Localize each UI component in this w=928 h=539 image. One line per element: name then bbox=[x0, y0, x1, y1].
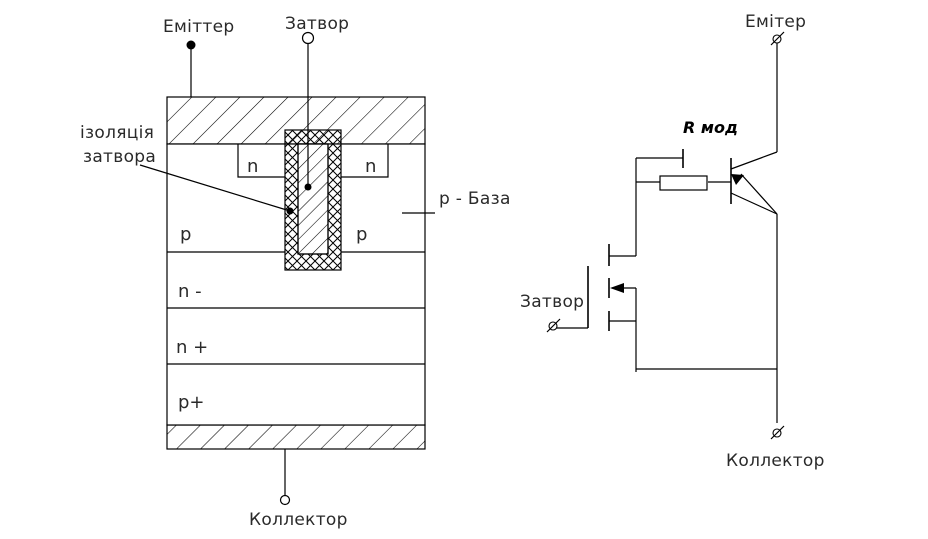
circuit-collector-label: Коллектор bbox=[726, 451, 825, 471]
source-well-left bbox=[237, 144, 285, 178]
p-left-label: p bbox=[180, 224, 191, 245]
insulation-label-line2: затвора bbox=[83, 147, 156, 167]
collector-label: Коллектор bbox=[249, 510, 348, 530]
bjt-lower-lead bbox=[730, 192, 778, 215]
circuit-gate-tick bbox=[546, 318, 561, 333]
circuit-emitter-tick bbox=[770, 31, 785, 46]
cross-section: Еміттер Затвор ізоляція затвора p - База… bbox=[80, 14, 511, 530]
source-right-label: n bbox=[365, 156, 376, 177]
insulation-callout-line bbox=[139, 164, 291, 212]
emitter-terminal bbox=[186, 40, 196, 50]
insulation-label-line1: ізоляція bbox=[80, 123, 154, 143]
gate-label: Затвор bbox=[285, 14, 349, 34]
circuit-collector-tick bbox=[770, 425, 785, 440]
gate-electrode bbox=[297, 143, 329, 255]
bjt-emitter-arrow-line bbox=[740, 173, 778, 215]
insulation-callout-dot bbox=[286, 207, 294, 215]
circuit-gate-label: Затвор bbox=[520, 292, 584, 312]
resistor-body bbox=[659, 175, 708, 191]
resistor-label: R мод bbox=[683, 118, 738, 137]
base-label: p - База bbox=[439, 189, 511, 209]
mosfet-body-arrow bbox=[610, 283, 624, 293]
collector-metal bbox=[166, 424, 426, 450]
source-left-label: n bbox=[247, 156, 258, 177]
bjt-emitter-arrow bbox=[731, 174, 744, 185]
source-well-right bbox=[341, 144, 389, 178]
gate-contact-dot bbox=[304, 183, 312, 191]
p-plus-label: p+ bbox=[178, 392, 205, 413]
n-minus-label: n - bbox=[178, 281, 202, 302]
p-right-label: p bbox=[356, 224, 367, 245]
circuit-emitter-label: Емітер bbox=[745, 12, 806, 32]
bjt-upper-lead bbox=[730, 151, 778, 170]
gate-terminal bbox=[301, 31, 315, 45]
n-plus-label: n + bbox=[176, 337, 208, 358]
emitter-label: Еміттер bbox=[163, 17, 234, 37]
collector-terminal bbox=[279, 494, 291, 506]
equivalent-circuit: Емітер R мод Затвор Коллектор bbox=[520, 12, 825, 471]
